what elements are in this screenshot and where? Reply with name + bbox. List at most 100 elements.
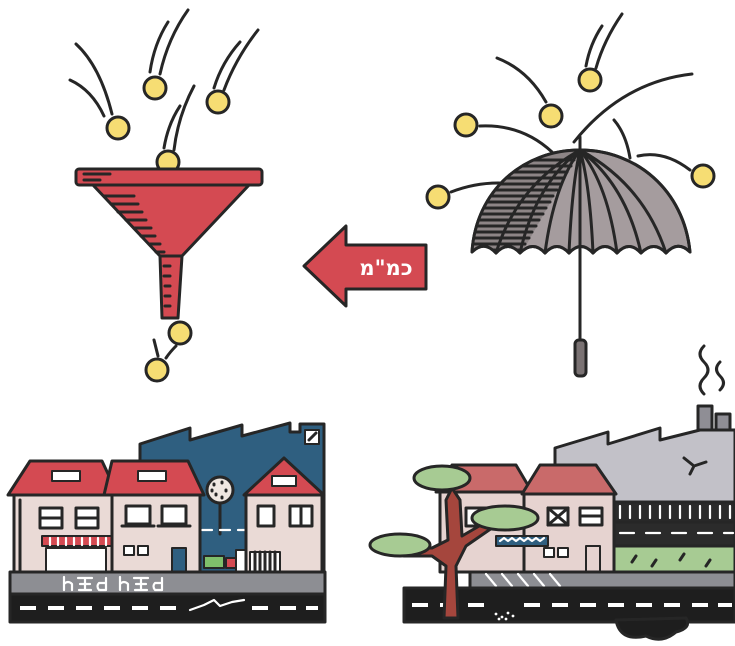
funnel-icon-part: [162, 264, 172, 308]
road-markings: [412, 603, 732, 607]
smoke-part: [698, 344, 710, 396]
factory-icon-part: [498, 536, 546, 543]
door: [171, 547, 187, 573]
house-left: [6, 459, 123, 574]
coin-icon: [105, 115, 131, 141]
factory-icon: [368, 344, 735, 641]
small-window: [123, 545, 135, 556]
tree-canopy: [470, 504, 540, 532]
road-markings-part: [636, 603, 652, 607]
umbrella-motion-lines-part: [495, 56, 548, 104]
gravel-part: [506, 611, 510, 615]
umbrella-ribs-part: [578, 148, 668, 255]
funnel-motion-lines-part: [162, 104, 182, 150]
road-markings-part: [160, 606, 176, 610]
umbrella-ribs-part: [578, 148, 619, 255]
umbrella-motion-lines-part: [636, 153, 692, 172]
road-markings-part: [132, 606, 148, 610]
roof-window: [137, 470, 167, 482]
umbrella-motion-lines-part: [584, 24, 604, 68]
funnel-motion-lines-part: [74, 42, 114, 116]
umbrella-outline: [470, 148, 692, 255]
road-markings-part: [524, 603, 540, 607]
gravel-part: [500, 615, 504, 619]
funnel-icon-part: [82, 172, 112, 182]
coin-icon: [453, 112, 479, 138]
tree-canopy: [368, 532, 432, 558]
coin-icon: [205, 89, 231, 115]
road-markings-part: [20, 606, 36, 610]
umbrella-motion-lines-part: [612, 118, 632, 160]
house-right: [242, 456, 326, 574]
road-markings-part: [412, 603, 428, 607]
coin-icon: [142, 75, 168, 101]
small-window: [543, 547, 555, 558]
funnel-motion-lines-part: [164, 344, 178, 360]
sidewalk-graffiti-part: [96, 576, 108, 592]
yard-box: [225, 557, 237, 569]
coin-icon: [425, 184, 451, 210]
funnel-motion-lines-part: [172, 84, 196, 152]
funnel-icon: [74, 167, 264, 320]
umbrella-ribs-part: [578, 148, 595, 255]
house-right-part: [253, 550, 277, 574]
arrow-shape: [302, 224, 428, 308]
umbrella-group: [425, 12, 716, 378]
umbrella-motion-lines-part: [478, 124, 554, 154]
umbrella-ribs-part: [543, 148, 582, 255]
umbrella-icon: [470, 135, 692, 378]
road-markings-part: [252, 606, 268, 610]
umbrella-handle: [573, 338, 588, 378]
road-markings-part: [48, 606, 64, 610]
shop-window: [45, 547, 107, 573]
coin-icon: [690, 163, 716, 189]
town-icon: [6, 421, 327, 624]
road-markings-part: [280, 606, 296, 610]
road-markings-part: [104, 606, 120, 610]
awning: [495, 535, 549, 547]
trees: [368, 464, 540, 620]
house-roof: [520, 463, 618, 496]
road-markings-part: [692, 603, 708, 607]
umbrella-ribs-part: [567, 148, 582, 255]
smoke: [698, 344, 725, 396]
house-right: [520, 463, 618, 574]
funnel-motion-lines-part: [222, 28, 260, 92]
umbrella-motion-lines-part: [594, 12, 624, 70]
window: [256, 504, 276, 528]
arrow-label: כמ"מ: [359, 256, 412, 280]
door: [585, 545, 601, 573]
funnel-motion-lines: [68, 8, 260, 360]
funnel-rim: [74, 167, 264, 187]
roof-window: [51, 470, 81, 482]
road-markings-part: [664, 603, 680, 607]
funnel-motion-lines-part: [158, 8, 190, 76]
tree-canopy: [412, 464, 472, 492]
road-markings-part: [468, 603, 484, 607]
coin-icon: [577, 67, 603, 93]
funnel-motion-lines-part: [212, 40, 242, 90]
road-markings: [20, 606, 318, 610]
factory-icon-part: [484, 572, 562, 588]
road-crack: [188, 598, 246, 612]
pothole: [614, 616, 690, 641]
umbrella-ribs: [494, 148, 668, 255]
window: [160, 504, 188, 526]
funnel-motion-lines-part: [148, 20, 170, 74]
coin-icon: [144, 357, 170, 383]
gravel-part: [511, 614, 515, 618]
sidewalk-graffiti: [62, 575, 164, 592]
umbrella-ribs-part: [494, 148, 582, 255]
smoke-part: [715, 360, 725, 392]
yard-part: [210, 480, 228, 500]
sidewalk: [468, 570, 735, 590]
road-markings-part: [718, 603, 732, 607]
road-markings-part: [76, 606, 92, 610]
arrow-left-icon: כמ"מ: [302, 224, 428, 308]
sidewalk-graffiti-part: [152, 576, 164, 592]
sidewalk-graffiti-part: [132, 576, 150, 592]
funnel-shading: [102, 194, 166, 254]
house-right-part: [546, 506, 570, 527]
small-window: [137, 545, 149, 556]
